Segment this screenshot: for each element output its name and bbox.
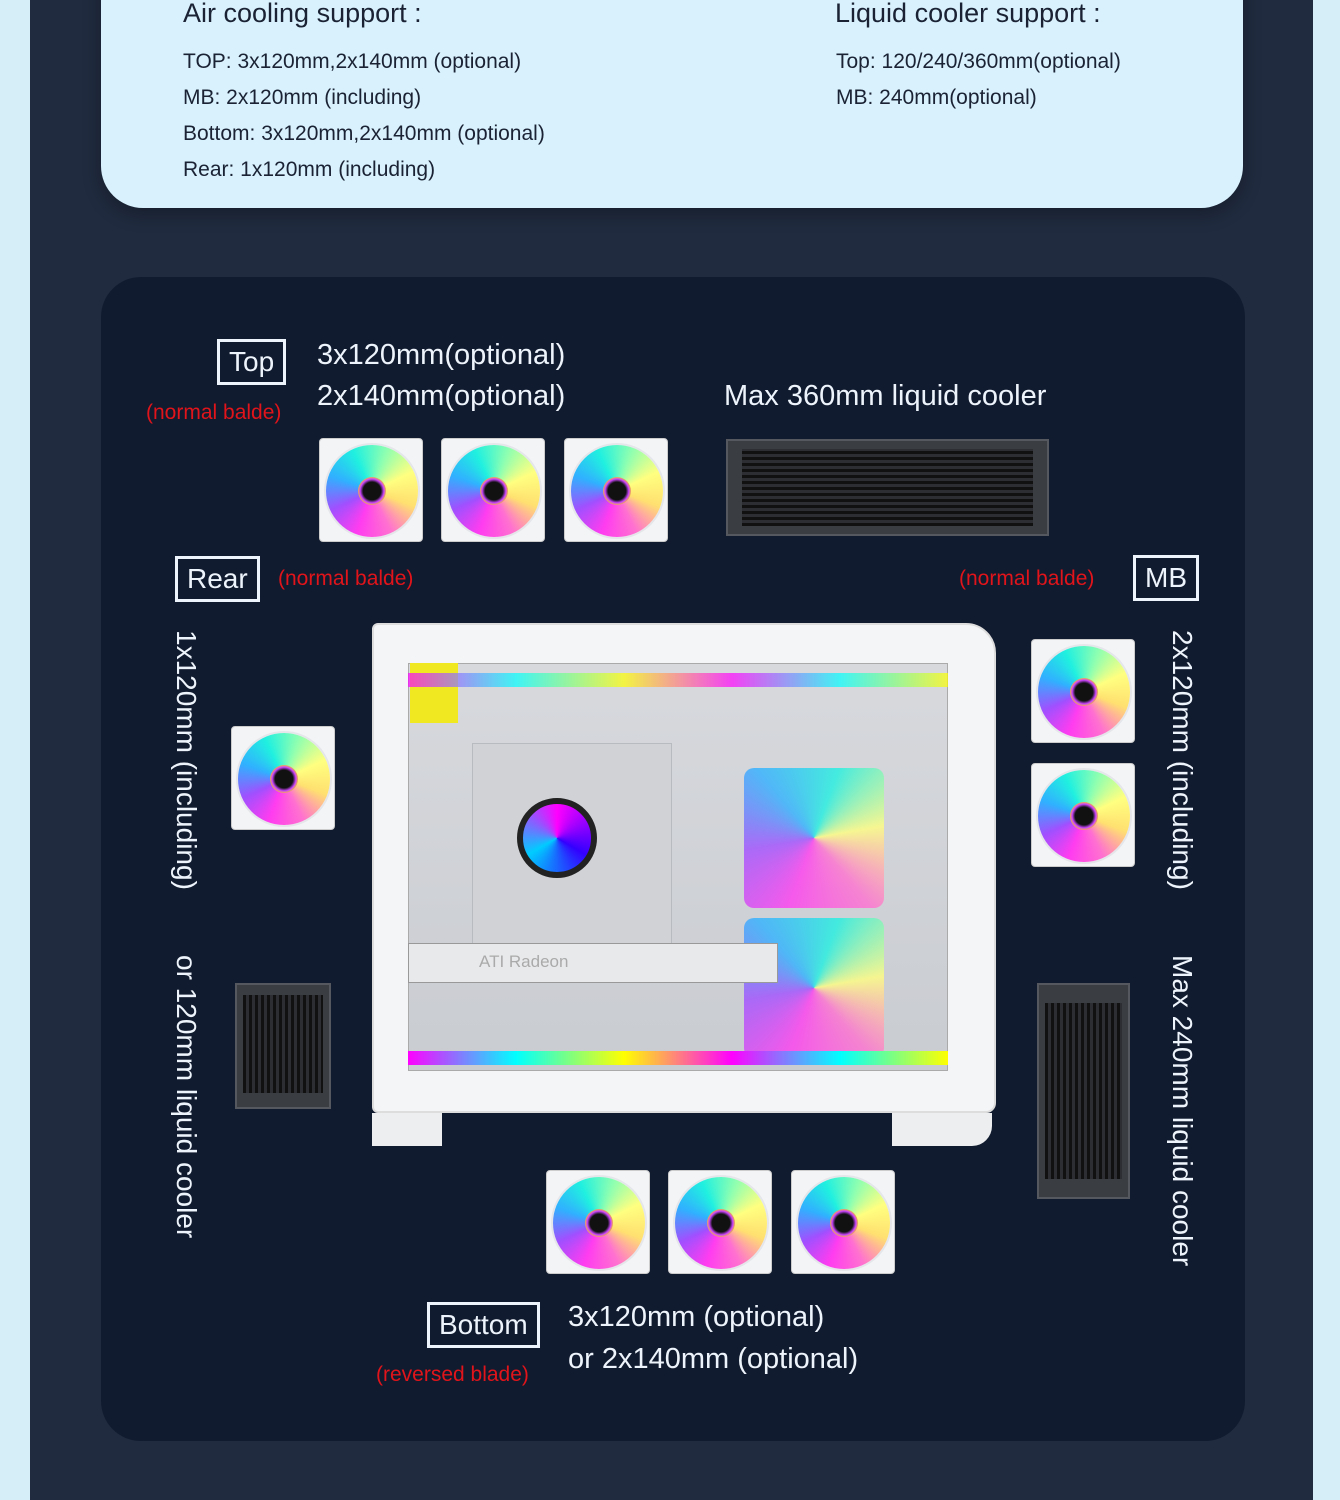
bottom-fan-spec-2: or 2x140mm (optional) [568,1343,859,1375]
mb-fan-spec: 2x120mm (including) [1167,630,1198,890]
cooling-support-card: Air cooling support : TOP: 3x120mm,2x140… [101,0,1243,208]
fan-icon [1031,639,1135,743]
air-line: Bottom: 3x120mm,2x140mm (optional) [183,122,545,145]
air-line: TOP: 3x120mm,2x140mm (optional) [183,50,522,73]
mb-radiator-spec: Max 240mm liquid cooler [1167,955,1198,1267]
fan-icon [791,1170,895,1274]
air-cooling-title: Air cooling support : [183,0,422,28]
liquid-line: Top: 120/240/360mm(optional) [836,50,1121,73]
air-line: MB: 2x120mm (including) [183,86,422,109]
pc-case-image: ATI Radeon [372,623,996,1146]
mb-blade-note: (normal balde) [959,567,1095,590]
fan-icon [319,438,423,542]
rear-radiator-spec: or 120mm liquid cooler [171,955,202,1239]
fan-icon [441,438,545,542]
fan-icon [231,726,335,830]
fan-icon [564,438,668,542]
warning-label [410,663,458,723]
fan-icon [1031,763,1135,867]
top-blade-note: (normal balde) [146,401,282,424]
liquid-line: MB: 240mm(optional) [836,86,1037,109]
radiator-360-icon [726,439,1049,536]
radiator-120-icon [235,983,331,1109]
cpu-cooler-icon [517,798,597,878]
gpu-label: ATI Radeon [408,943,778,983]
rear-blade-note: (normal balde) [278,567,414,590]
rear-label: Rear [175,556,260,602]
bottom-blade-note: (reversed blade) [376,1363,529,1386]
top-fan-spec-2: 2x140mm(optional) [317,380,566,412]
top-label: Top [217,339,287,385]
liquid-cooler-title: Liquid cooler support : [835,0,1101,28]
bottom-label: Bottom [427,1302,540,1348]
air-line: Rear: 1x120mm (including) [183,158,436,181]
top-radiator-spec: Max 360mm liquid cooler [724,380,1047,412]
fan-icon [546,1170,650,1274]
radiator-240-icon [1037,983,1130,1199]
mb-label: MB [1133,555,1199,601]
rear-fan-spec: 1x120mm (including) [171,630,202,890]
fan-icon [668,1170,772,1274]
top-fan-spec-1: 3x120mm(optional) [317,339,566,371]
bottom-fan-spec-1: 3x120mm (optional) [568,1301,825,1333]
